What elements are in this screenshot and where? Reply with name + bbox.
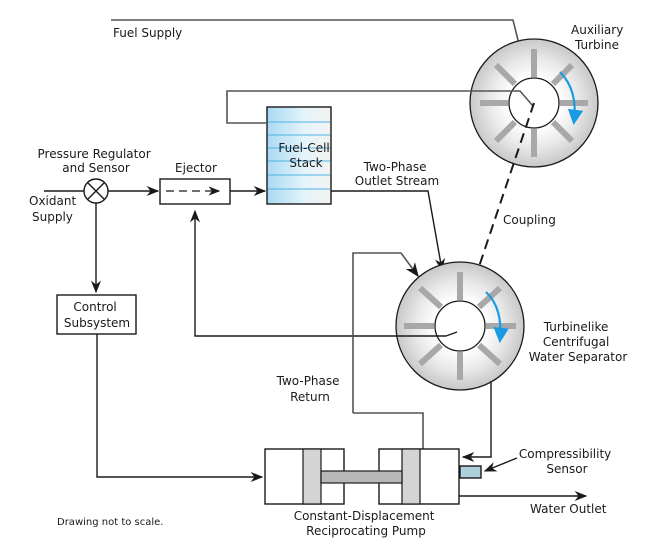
recirculation-to-ejector-line <box>189 209 446 337</box>
water-outlet-label: Water Outlet <box>530 502 607 516</box>
sensor-pointer-line <box>483 457 518 472</box>
auxiliary-turbine-label: Auxiliary Turbine <box>571 23 627 52</box>
oxidant-supply-label: Oxidant Supply <box>29 194 80 224</box>
water-separator <box>395 261 525 391</box>
two-phase-return-bottom-line <box>353 412 424 449</box>
scale-note: Drawing not to scale. <box>57 517 163 528</box>
coupling-label: Coupling <box>503 213 556 227</box>
turbine-spokes <box>480 49 588 157</box>
compressibility-sensor <box>459 465 482 479</box>
separator-to-pump-line <box>461 381 492 463</box>
ejector <box>159 178 231 205</box>
two-phase-outlet-line <box>331 190 445 272</box>
turbine-exhaust-line <box>226 90 534 124</box>
pressure-regulator-valve-icon <box>83 178 109 204</box>
control-subsystem-box <box>56 294 137 335</box>
two-phase-return-top-line <box>352 252 419 413</box>
turbine-rotation-arrow <box>559 71 584 126</box>
pressure-regulator-label: Pressure Regulator and Sensor <box>38 147 155 175</box>
two-phase-outlet-label: Two-Phase Outlet Stream <box>355 160 439 188</box>
two-phase-return-label: Two-Phase Return <box>276 374 344 404</box>
fuel-supply-label: Fuel Supply <box>113 26 182 40</box>
separator-spokes <box>404 272 516 380</box>
control-to-pump-line <box>96 334 264 483</box>
ejector-label: Ejector <box>175 161 217 175</box>
separator-rotation-arrow <box>485 291 509 344</box>
pump-label: Constant-Displacement Reciprocating Pump <box>294 509 439 538</box>
fuel-cell-stack: Fuel-Cell Stack <box>266 106 333 205</box>
reciprocating-pump <box>264 448 460 505</box>
control-subsystem-label: Control Subsystem <box>64 300 130 330</box>
pump-piston-rod <box>320 470 403 484</box>
water-separator-label: Turbinelike Centrifugal Water Separator <box>529 320 628 364</box>
compressibility-sensor-label: Compressibility Sensor <box>519 447 615 476</box>
fuel-cell-stack-label: Fuel-Cell Stack <box>278 141 333 170</box>
